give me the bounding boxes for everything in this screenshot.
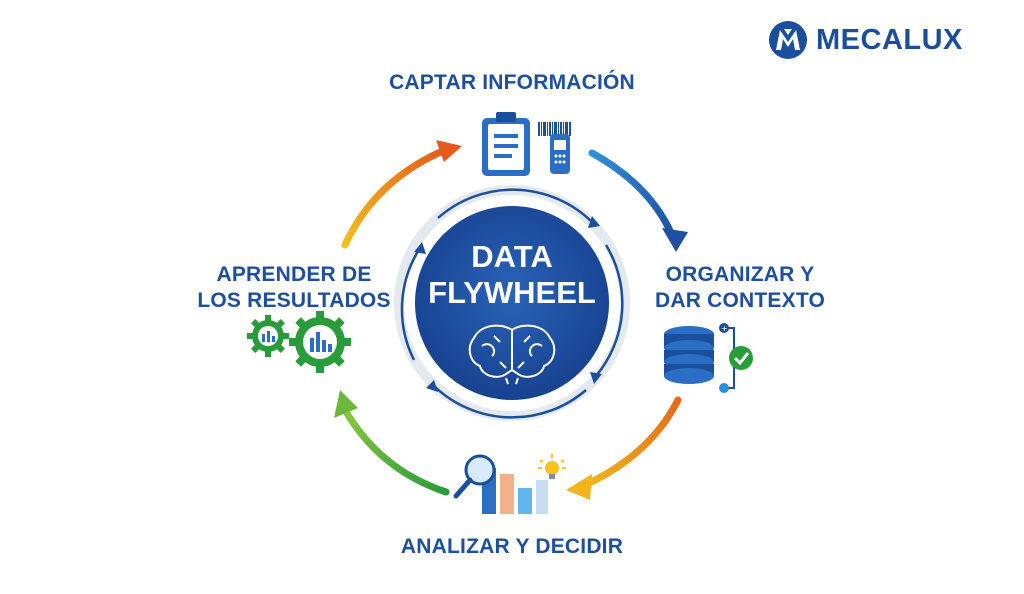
mecalux-logo-icon [769,21,807,59]
svg-text:+: + [721,324,728,333]
analytics-lightbulb-icon [453,454,566,514]
brand-name: MECALUX [816,23,963,56]
step-label-organizar-line1: ORGANIZAR Y [665,263,815,286]
brand-logo: MECALUX [768,20,963,60]
database-check-icon: + [664,323,753,393]
arrow-organize-to-analyze [566,396,682,500]
arrow-learn-to-capture [341,140,462,249]
step-label-aprender: APRENDER DE LOS RESULTADOS [194,262,394,314]
arrow-capture-to-organize [588,149,688,252]
center-circle [415,206,609,400]
step-label-aprender-line1: APRENDER DE [216,263,372,286]
center-title-line1: DATA [471,239,553,274]
gears-icon [247,311,351,373]
step-label-analizar: ANALIZAR Y DECIDIR [400,535,624,558]
brain-icon [468,324,556,385]
center-title-line2: FLYWHEEL [428,275,596,310]
step-label-captar: CAPTAR INFORMACIÓN [389,71,635,94]
inner-cycle-ring [394,185,630,421]
arrow-analyze-to-learn [334,390,450,496]
step-label-organizar: ORGANIZAR Y DAR CONTEXTO [640,262,840,314]
step-label-aprender-line2: LOS RESULTADOS [197,289,391,312]
clipboard-scanner-icon [482,112,571,176]
step-label-organizar-line2: DAR CONTEXTO [654,289,826,312]
